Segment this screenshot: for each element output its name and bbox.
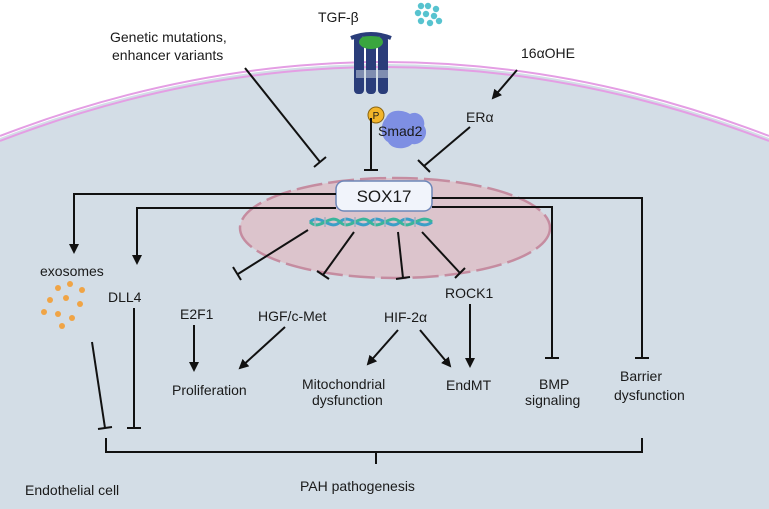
- edge-dna-to-e2f1: [237, 229, 309, 275]
- edge-hif2a-to-endmt: [419, 329, 452, 368]
- nucleus: [238, 176, 552, 280]
- 16aohe-label: 16αOHE: [521, 45, 575, 61]
- dll4-label: DLL4: [108, 289, 142, 305]
- edge-16aohe-to-era: [491, 69, 518, 100]
- edge-dna-to-hgf: [322, 231, 355, 276]
- pah-bracket: [105, 438, 643, 453]
- mito-label-2: dysfunction: [312, 392, 383, 408]
- rock1-label: ROCK1: [445, 285, 493, 301]
- cytoplasm: [0, 64, 769, 509]
- genetic-mutations-label-1: Genetic mutations,: [110, 29, 227, 45]
- tgf-beta-label: TGF-β: [318, 9, 359, 25]
- bmp-label-1: BMP: [539, 376, 569, 392]
- barrier-label-1: Barrier: [620, 368, 662, 384]
- barrier-label-2: dysfunction: [614, 387, 685, 403]
- smad2-label: Smad2: [378, 123, 423, 139]
- mito-label-1: Mitochondrial: [302, 376, 385, 392]
- dna-helix-icon: [308, 217, 433, 227]
- hif2a-label: HIF-2α: [384, 309, 427, 325]
- e2f1-label: E2F1: [180, 306, 214, 322]
- endothelial-cell-label: Endothelial cell: [25, 482, 119, 498]
- edge-dna-to-rock1-bar: [454, 267, 466, 279]
- edge-sox17-to-bmp: [432, 206, 553, 358]
- edge-hgf-to-proliferation: [238, 326, 286, 370]
- era-label: ERα: [466, 109, 494, 125]
- bmp-label-2: signaling: [525, 392, 580, 408]
- edge-hif2a-to-mito: [366, 329, 399, 366]
- edge-dna-to-rock1: [421, 231, 461, 274]
- edge-sox17-to-barrier: [432, 197, 643, 358]
- edge-dna-to-hif2a: [397, 231, 404, 279]
- edge-genetic-to-sox17-bar: [313, 156, 327, 168]
- pah-pathogenesis-label: PAH pathogenesis: [300, 478, 415, 494]
- edge-era-to-sox17-bar: [417, 159, 431, 173]
- edge-exosomes-to-pah-bar: [97, 426, 113, 430]
- edge-sox17-to-exosomes: [69, 193, 336, 254]
- edge-exosomes-to-pah: [91, 341, 106, 429]
- genetic-mutations-label-2: enhancer variants: [112, 47, 223, 63]
- edge-dna-to-hgf-bar: [316, 270, 330, 280]
- tgf-beta-receptor-icon: [350, 32, 392, 94]
- tgf-beta-ligand-icon: [414, 2, 443, 27]
- edge-sox17-to-dll4: [132, 207, 336, 265]
- sox17-label: SOX17: [357, 187, 412, 206]
- sox17-box: [335, 180, 433, 212]
- smad2-protein-icon: [381, 110, 427, 149]
- edge-era-to-sox17: [423, 126, 471, 167]
- phospho-label: P: [373, 111, 380, 122]
- exosomes-label: exosomes: [40, 263, 104, 279]
- endmt-label: EndMT: [446, 377, 492, 393]
- proliferation-label: Proliferation: [172, 382, 247, 398]
- edge-dna-to-e2f1-bar: [232, 266, 242, 281]
- edge-genetic-to-sox17: [244, 67, 321, 163]
- hgf-label: HGF/c-Met: [258, 308, 327, 324]
- edge-dna-to-hif2a-bar: [395, 276, 411, 280]
- exosome-particles-icon: [41, 281, 85, 329]
